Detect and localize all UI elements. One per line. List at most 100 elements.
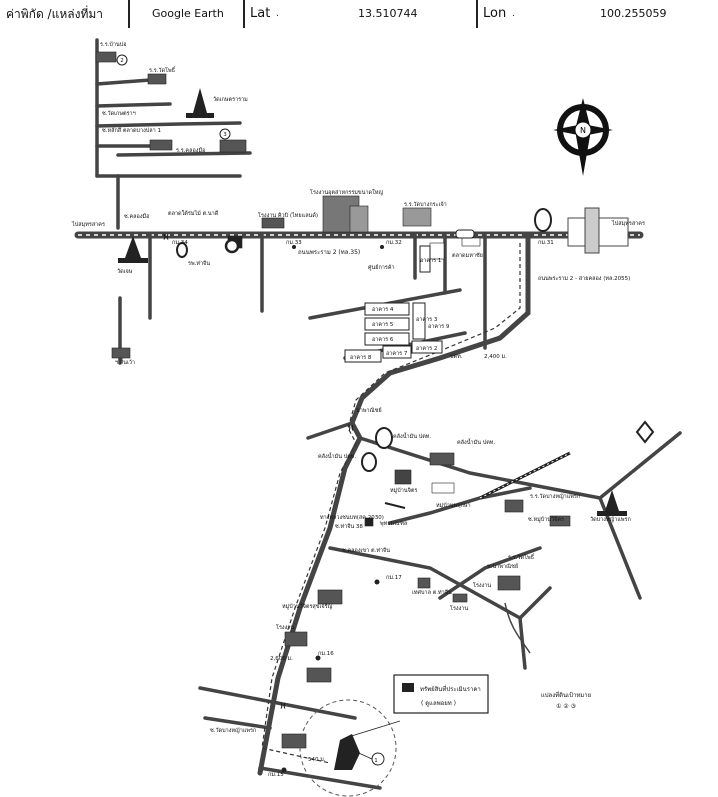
header-divider [243,0,245,28]
km-label: กม.16 [318,651,334,657]
coordinate-header: ค่าพิกัด /แหล่งที่มา Google Earth Lat . … [0,0,718,29]
building-icon [149,139,173,151]
pagoda-icon [635,420,655,444]
building-icon [111,347,131,359]
place-label: ซ.คลองเขา ต.ท่าจีน [342,547,390,554]
building-block-label: อาคาร 4 [372,307,394,313]
km-label: กม.17 [386,575,402,581]
building-icon [431,482,455,494]
place-label: ซ.หมู่บ้านวิจิตร [528,516,564,523]
road-label: ซ.ท่าจีน 38 [335,523,363,530]
distance-label: 2,600 ม. [270,656,293,662]
place-label: รพ.ท่าจีน [188,260,210,267]
building-blocks [344,245,443,363]
location-map: N [0,28,718,797]
building-icon [417,577,431,589]
place-label: ปตท. [450,353,463,360]
building-icon [497,575,521,591]
place-label: ซ.คลองมือ [124,213,149,220]
building-icon [219,139,247,153]
place-label: เทศบาล ต.ท่าจีน [412,589,452,596]
target-plot [334,734,360,770]
place-label: วัดเจษ [117,268,133,275]
building-icon [394,469,412,485]
building-icons [95,51,571,749]
building-block-label: อาคาร 7 [386,351,408,357]
distance-label: 540 ม. [308,757,326,763]
building-icon [281,733,307,749]
lon-dot: . [512,9,515,19]
legend-title: ทรัพย์สินที่ประเมินราคา [420,685,481,693]
place-label: คลังน้ำมัน ปตท. [393,432,431,440]
place-label: ไปสมุทรสาคร [71,221,105,228]
legend-plot-numbers: ① ② ③ [556,703,576,710]
km-label: กม.15 [268,772,284,778]
building-icon [452,593,468,603]
plot-number: 1 [374,758,378,764]
lat-label: Lat [250,6,271,21]
lon-label: Lon [483,6,507,21]
building-icon [317,589,343,605]
building-icon [549,515,571,527]
map-labels: ร.ร.บ้านบ่อ ร.ร.วัดโพธิ์ ซ.วัดเกษตราฯ ซ.… [71,41,645,778]
junction-mark: )( [280,702,286,710]
place-label: วัดบางหญ้าแพรก [590,516,631,523]
central-trunk-road [198,395,682,790]
building-block-label: อาคาร 3 [416,317,438,323]
building-icon [349,205,369,233]
place-label: โรงงาน [276,623,294,631]
road-label: ถนนพระราม 2 - สายคลอง (ทล.2055) [538,275,630,282]
building-icon [364,517,374,527]
marker-number: 2 [120,58,124,64]
place-label: ร.ร.บ้านบ่อ [100,41,127,48]
source-value: Google Earth [152,7,224,20]
legend-plot-label: แปลงที่ดินเป้าหมาย [541,691,591,699]
place-label: วัดเกษตราราม [213,96,248,103]
compass: N [553,98,613,176]
place-label: ร.ร.คลองมือ [176,147,205,154]
temple-icons [118,88,627,516]
building-icon [284,631,308,647]
coordinate-source-label: ค่าพิกัด /แหล่งที่มา [6,7,104,21]
building-icon [402,207,432,227]
place-label: ร.ร.วัดบางหญ้าแพรก [530,493,580,500]
junction-mark: )( [348,424,354,432]
flame-icon [375,427,393,449]
map-markers: )( )( )( [116,54,475,773]
route-path [261,243,521,764]
building-block-label: อาคาร 6 [372,337,394,343]
flame-icon [176,242,188,258]
km-label: กม.34 [172,240,188,246]
building-block-label: อาคาร 8 [350,355,372,361]
logo-icon [224,238,240,254]
target-radius [299,699,397,797]
canal [504,602,531,654]
km-label: กม.33 [286,240,302,246]
temple-icon [125,236,141,258]
building-icon [306,667,332,683]
distance-label: 2,400 ม. [484,354,507,360]
place-label: คลังน้ำมัน ปตท. [318,452,356,460]
place-label: พุทธมณฑล [380,520,407,527]
header-divider [128,0,130,28]
place-label: โรงงาน คิวบิ (ไทยแลนด์) [258,211,318,219]
oil-depot-icons [176,208,655,472]
lat-value: 13.510744 [358,7,418,20]
km-label: กม.31 [538,240,554,246]
place-label: ตลาดมหาชัย [452,252,483,259]
place-label: ฯ.สิ้นเว้า [115,358,135,366]
building-icon [429,242,445,260]
place-label: ซ.หลักสี่ ตลาดบางปลา 1 [102,126,161,134]
place-label: นาพาณิชย์ [356,407,382,414]
place-label: ศูนย์การค้า [368,264,395,271]
place-label: ไปสมุทรสาคร [611,220,645,227]
km-label: กม.32 [386,240,402,246]
building-icon [147,73,167,85]
lat-dot: . [276,9,279,19]
northwest-roads [95,38,252,230]
temple-icon [605,490,619,511]
place-label: ซ.วัดเกษตราฯ [102,110,136,117]
compass-letter: N [580,126,586,135]
place-label: ร.ร.วัดโพธิ์ [508,553,535,561]
place-label: โรงงาน [473,581,491,589]
